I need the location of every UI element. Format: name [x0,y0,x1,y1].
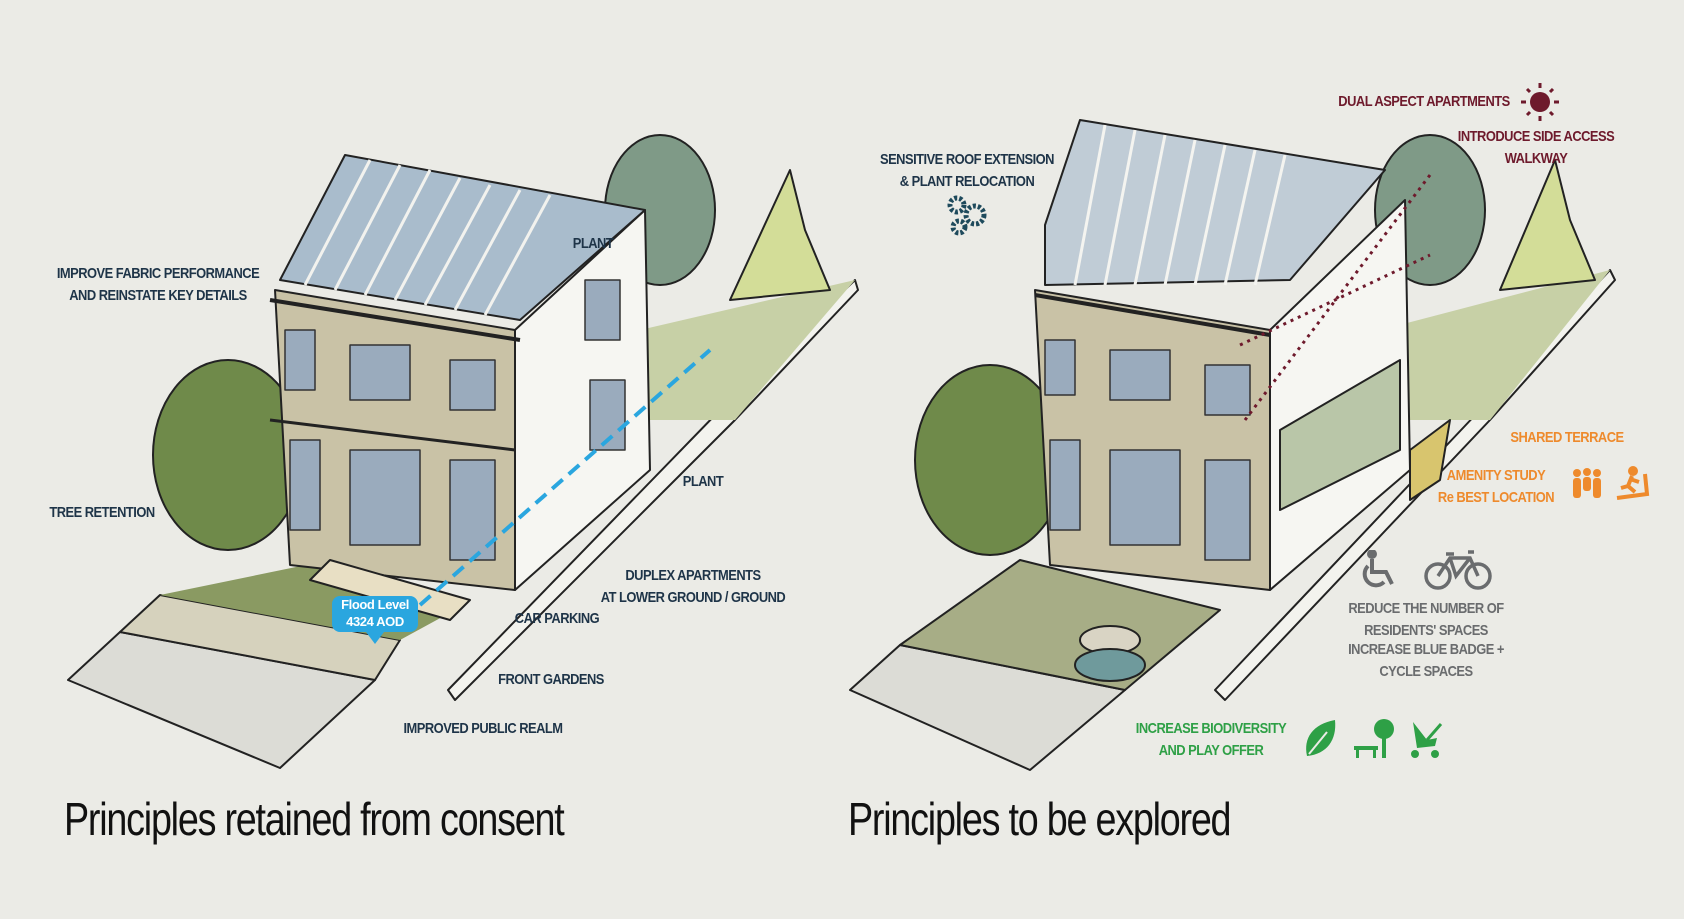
label-line: INCREASE BIODIVERSITY [1135,720,1287,737]
flood-line2: 4324 AOD [346,614,404,629]
label-line: RESIDENTS' SPACES [1364,622,1488,639]
label-dual-aspect: DUAL ASPECT APARTMENTS [1338,93,1510,110]
label-line: AMENITY STUDY [1446,467,1546,484]
right-panel-title: Principles to be explored [848,793,1232,845]
label-blue-badge: INCREASE BLUE BADGE + CYCLE SPACES [1348,639,1504,683]
label-line: & PLANT RELOCATION [899,173,1035,190]
label-line: IMPROVE FABRIC PERFORMANCE [56,265,260,282]
label-line: AND REINSTATE KEY DETAILS [69,287,247,304]
label-line: Re BEST LOCATION [1437,489,1555,506]
label-line: WALKWAY [1504,150,1568,167]
flood-level-badge: Flood Level 4324 AOD [332,596,418,644]
leaf-icon [1306,720,1336,756]
label-plant-rear: PLANT [682,473,724,490]
label-side-access: INTRODUCE SIDE ACCESS WALKWAY [1457,126,1615,170]
label-reduce-spaces: REDUCE THE NUMBER OF RESIDENTS' SPACES [1348,598,1504,642]
label-public-realm: IMPROVED PUBLIC REALM [403,720,563,737]
label-car-parking: CAR PARKING [514,610,600,627]
pram-icon [1411,722,1443,758]
people-icon [1573,468,1601,498]
right-building-sketch [849,119,1616,771]
left-building-sketch [67,134,859,769]
flood-line1: Flood Level [341,597,409,612]
sun-icon [1521,83,1559,121]
label-line: INTRODUCE SIDE ACCESS [1457,128,1615,145]
gears-icon [947,195,987,236]
label-biodiversity: INCREASE BIODIVERSITY AND PLAY OFFER [1135,718,1287,762]
label-line: INCREASE BLUE BADGE + [1348,641,1504,658]
left-panel-title: Principles retained from consent [64,793,565,845]
label-line: AND PLAY OFFER [1158,742,1264,759]
label-line: CYCLE SPACES [1379,663,1473,680]
label-front-gardens: FRONT GARDENS [498,671,604,688]
wheelchair-icon [1362,550,1394,588]
label-line: DUPLEX APARTMENTS [625,567,761,584]
label-line: AT LOWER GROUND / GROUND [600,589,786,606]
label-roof-extension: SENSITIVE ROOF EXTENSION & PLANT RELOCATI… [880,149,1055,193]
label-line: SENSITIVE ROOF EXTENSION [880,151,1055,168]
label-plant-roof: PLANT [572,235,614,252]
treadmill-icon [1616,466,1650,500]
label-improve-fabric: IMPROVE FABRIC PERFORMANCE AND REINSTATE … [56,263,260,307]
label-duplex-apartments: DUPLEX APARTMENTS AT LOWER GROUND / GROUN… [600,565,786,609]
label-tree-retention: TREE RETENTION [49,504,155,521]
label-shared-terrace: SHARED TERRACE [1510,429,1624,446]
bench-tree-icon [1354,719,1394,758]
label-line: REDUCE THE NUMBER OF [1348,600,1504,617]
bicycle-icon [1424,550,1492,590]
label-amenity-study: AMENITY STUDY Re BEST LOCATION [1437,465,1555,509]
